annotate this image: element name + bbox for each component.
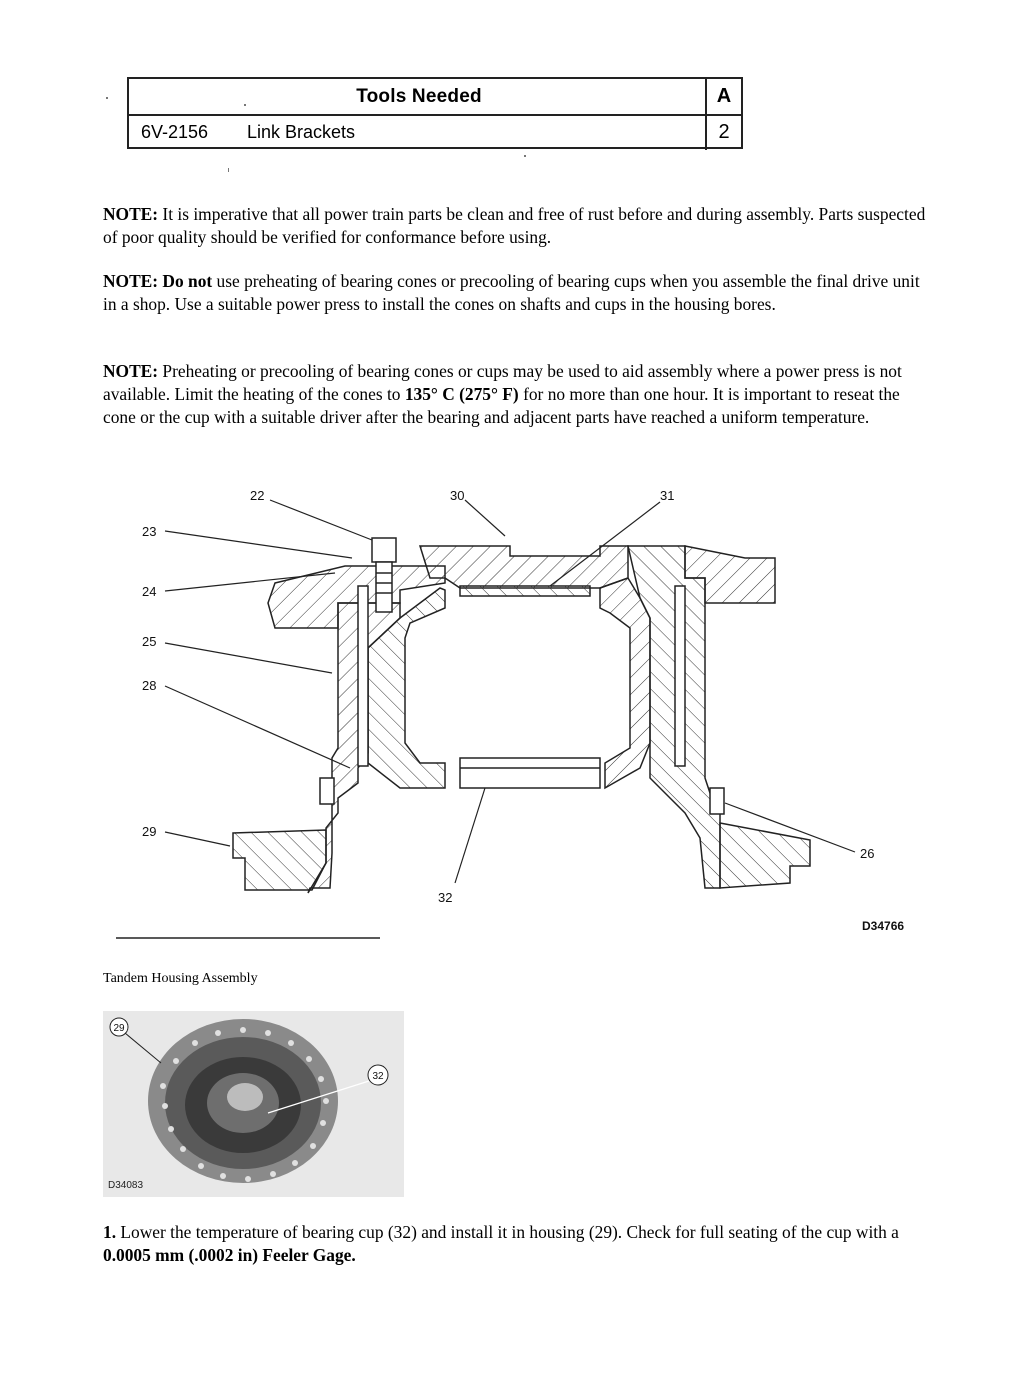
- callout-29: 29: [142, 824, 156, 839]
- callout-32: 32: [438, 890, 452, 905]
- note-label: NOTE:: [103, 361, 159, 381]
- note-paragraph: NOTE: It is imperative that all power tr…: [103, 203, 933, 249]
- scan-speck: [106, 97, 108, 99]
- photo-callout-32: 32: [372, 1071, 384, 1082]
- step-number: 1.: [103, 1222, 117, 1242]
- step-emphasis: 0.0005 mm (.0002 in) Feeler Gage.: [103, 1245, 356, 1265]
- callout-28: 28: [142, 678, 156, 693]
- note-text: It is imperative that all power train pa…: [103, 204, 926, 247]
- housing-cross-section: [232, 537, 811, 894]
- scan-speck: [244, 104, 246, 106]
- tandem-housing-diagram: 22 30 31 23 24 25 28 29 26 32 D34766: [116, 488, 904, 939]
- scan-speck: [524, 155, 526, 157]
- note-paragraph: NOTE: Do not use preheating of bearing c…: [103, 270, 933, 316]
- callout-26: 26: [860, 846, 874, 861]
- tool-name: Link Brackets: [247, 122, 356, 142]
- callout-31: 31: [660, 488, 674, 503]
- tools-needed-table: Tools Needed A 6V-2156 Link Brackets 2: [127, 77, 743, 150]
- note-text: use preheating of bearing cones or preco…: [103, 271, 920, 314]
- table-row: 6V-2156 Link Brackets 2: [129, 115, 741, 150]
- callout-30: 30: [450, 488, 464, 503]
- figure-caption: Tandem Housing Assembly: [103, 971, 258, 986]
- tool-part-number: 6V-2156: [141, 122, 209, 142]
- note-paragraph: NOTE: Preheating or precooling of bearin…: [103, 360, 933, 429]
- tools-table-title: Tools Needed: [356, 85, 482, 107]
- step-text: Lower the temperature of bearing cup (32…: [116, 1222, 899, 1242]
- callout-25: 25: [142, 634, 156, 649]
- note-label: NOTE:: [103, 204, 159, 224]
- procedure-step: 1. Lower the temperature of bearing cup …: [103, 1221, 933, 1267]
- callout-23: 23: [142, 524, 156, 539]
- housing-photo: 29 32 D34083: [103, 1011, 404, 1197]
- scan-speck: [228, 168, 229, 172]
- callout-24: 24: [142, 584, 156, 599]
- tools-table-column-label: A: [705, 79, 741, 114]
- tool-quantity: 2: [705, 115, 741, 150]
- photo-figure-id: D34083: [108, 1180, 144, 1191]
- note-text: Preheating or precooling of bearing cone…: [103, 361, 902, 404]
- callout-22: 22: [250, 488, 264, 503]
- photo-callout-29: 29: [113, 1023, 125, 1034]
- figure-id: D34766: [862, 919, 904, 933]
- note-text: for no more than one hour. It is importa…: [103, 384, 900, 427]
- callout-leaders: [164, 499, 856, 884]
- note-label: NOTE: Do not: [103, 271, 213, 291]
- housing-photo-image: 29 32: [103, 1011, 404, 1197]
- tools-table-header-row: Tools Needed A: [129, 79, 741, 116]
- temperature-limit: 135° C (275° F): [404, 384, 519, 404]
